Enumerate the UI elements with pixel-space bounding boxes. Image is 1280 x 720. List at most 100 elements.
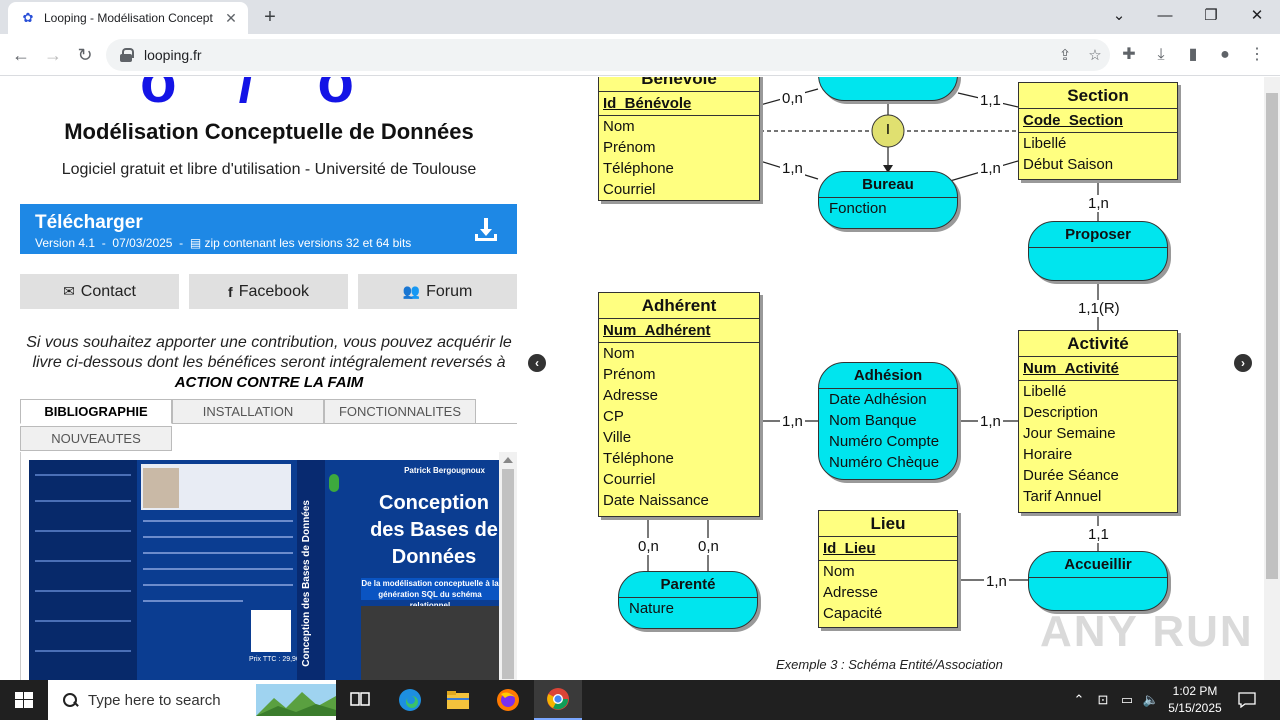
entity-benevole: Bénévole Id_Bénévole Nom Prénom Téléphon… [598, 77, 760, 201]
book-back-summary [29, 460, 137, 680]
taskbar-clock[interactable]: 1:02 PM 5/15/2025 [1160, 683, 1230, 717]
download-info: Version 4.1 - 07/03/2025 - ▤ zip contena… [35, 236, 411, 250]
address-bar[interactable]: looping.fr ⇪ ☆ [106, 39, 1110, 71]
separator: - [175, 236, 187, 250]
entity-benevole-title: Bénévole [599, 77, 759, 92]
constraint-arrow [883, 165, 893, 173]
tab-fonctionnalites[interactable]: FONCTIONNALITES [324, 399, 476, 424]
edge-browser-icon[interactable] [386, 680, 434, 720]
text-line [143, 600, 243, 602]
windows-logo-icon [15, 692, 33, 708]
restore-button[interactable]: ❐ [1204, 7, 1218, 24]
file-explorer-icon[interactable] [434, 680, 482, 720]
network-icon[interactable]: ▭ [1120, 692, 1134, 707]
url-text[interactable]: looping.fr [144, 47, 202, 63]
facebook-icon: f [228, 283, 233, 300]
profile-avatar-icon[interactable]: ● [1220, 46, 1230, 63]
back-arrow-icon[interactable]: ← [12, 45, 30, 65]
summary-line [35, 560, 131, 562]
tab-close-icon[interactable]: ✕ [225, 10, 237, 26]
tab-installation[interactable]: INSTALLATION [172, 399, 324, 424]
attr: Date Adhésion [829, 391, 927, 408]
cardinality: 1,n [780, 413, 805, 430]
firefox-icon[interactable] [484, 680, 532, 720]
search-icon [62, 692, 78, 708]
facebook-label: Facebook [238, 282, 309, 300]
attr: Courriel [603, 181, 656, 198]
menu-kebab-icon[interactable]: ⋮ [1249, 46, 1265, 63]
extensions-puzzle-icon[interactable]: ✚ [1122, 46, 1136, 63]
entity-activite: Activité Num_Activité Libellé Descriptio… [1018, 330, 1178, 513]
facebook-button[interactable]: f Facebook [189, 274, 348, 309]
entity-adherent-key: Num_Adhérent [603, 322, 711, 339]
book-scroll-thumb[interactable] [502, 469, 514, 679]
entity-adherent: Adhérent Num_Adhérent Nom Prénom Adresse… [598, 292, 760, 517]
cardinality: 1,n [978, 413, 1003, 430]
assoc-top-partial [818, 77, 958, 101]
attr: Fonction [829, 200, 887, 217]
author-photo [143, 468, 179, 508]
cardinality: 0,n [696, 538, 721, 555]
assoc-accueillir-title: Accueillir [1029, 552, 1167, 578]
cardinality: 1,n [1086, 195, 1111, 212]
search-highlight-image [256, 684, 336, 716]
text-line [143, 536, 293, 538]
slider-prev-icon[interactable]: ‹ [528, 354, 546, 372]
looping-logo-partial: o/o [140, 77, 416, 115]
tab-bibliographie[interactable]: BIBLIOGRAPHIE [20, 399, 172, 424]
attr: Ville [603, 429, 632, 446]
reload-icon[interactable]: ↻ [77, 45, 93, 65]
close-window-button[interactable]: ✕ [1250, 7, 1264, 24]
assoc-accueillir: Accueillir [1028, 551, 1168, 611]
notifications-icon[interactable] [1236, 680, 1258, 720]
download-arrow-icon [475, 218, 497, 241]
tab-nouveautes[interactable]: NOUVEAUTES [20, 426, 172, 451]
download-date: 07/03/2025 [112, 236, 173, 250]
task-view-icon[interactable] [336, 680, 384, 720]
chrome-icon[interactable] [534, 680, 582, 720]
diagram-caption: Exemple 3 : Schéma Entité/Association [776, 657, 1003, 672]
attr: Nom [823, 563, 855, 580]
tab-search-dropdown-icon[interactable]: ⌄ [1112, 7, 1126, 24]
lock-icon[interactable] [120, 48, 134, 62]
bookmark-star-icon[interactable]: ☆ [1088, 47, 1102, 64]
browser-tab[interactable]: ✿ Looping - Modélisation Concept ✕ [8, 2, 248, 34]
network-device-icon[interactable]: ⊡ [1097, 692, 1109, 707]
forward-arrow-icon[interactable]: → [44, 45, 62, 65]
assoc-adhesion: Adhésion Date Adhésion Nom Banque Numéro… [818, 362, 958, 480]
share-icon[interactable]: ⇪ [1058, 47, 1072, 64]
envelope-icon: ✉ [63, 283, 75, 299]
cardinality: 1,1 [1086, 526, 1111, 543]
new-tab-button[interactable]: + [264, 6, 276, 28]
clock-date: 5/15/2025 [1168, 701, 1222, 715]
side-panel-icon[interactable]: ▮ [1188, 46, 1198, 63]
entity-key-box: Id_Lieu [819, 537, 957, 561]
minimize-button[interactable]: — [1157, 7, 1173, 24]
assoc-bureau: Bureau Fonction [818, 171, 958, 229]
action-contre-la-faim-logo [251, 610, 291, 652]
entity-lieu-title: Lieu [819, 511, 957, 537]
book-price: Prix TTC : 29,90 € [249, 656, 306, 663]
cardinality: 1,n [978, 160, 1003, 177]
entity-adherent-title: Adhérent [599, 293, 759, 319]
download-zip-note: zip contenant les versions 32 et 64 bits [204, 236, 412, 250]
constraint-circle [871, 114, 905, 148]
diagram-links [647, 88, 1099, 581]
scroll-up-arrow-icon[interactable] [503, 457, 513, 463]
entity-lieu-key: Id_Lieu [823, 540, 876, 557]
search-placeholder: Type here to search [88, 691, 221, 709]
contact-button[interactable]: ✉ Contact [20, 274, 179, 309]
slider-next-icon[interactable]: › [1234, 354, 1252, 372]
volume-icon[interactable]: 🔈 [1142, 692, 1160, 707]
forum-button[interactable]: 👥 Forum [358, 274, 517, 309]
entity-section-title: Section [1019, 83, 1177, 109]
page-title: Modélisation Conceptuelle de Données [64, 119, 474, 144]
assoc-proposer-title: Proposer [1029, 222, 1167, 248]
download-icon[interactable]: ⤓ [1157, 46, 1165, 63]
users-icon: 👥 [402, 283, 421, 299]
taskbar-search-box[interactable]: Type here to search [48, 680, 336, 720]
start-button[interactable] [0, 680, 48, 720]
page-scroll-thumb[interactable] [1266, 93, 1278, 579]
download-button[interactable]: Télécharger Version 4.1 - 07/03/2025 - ▤… [20, 204, 517, 254]
tray-chevron-up-icon[interactable]: ⌃ [1073, 692, 1085, 707]
